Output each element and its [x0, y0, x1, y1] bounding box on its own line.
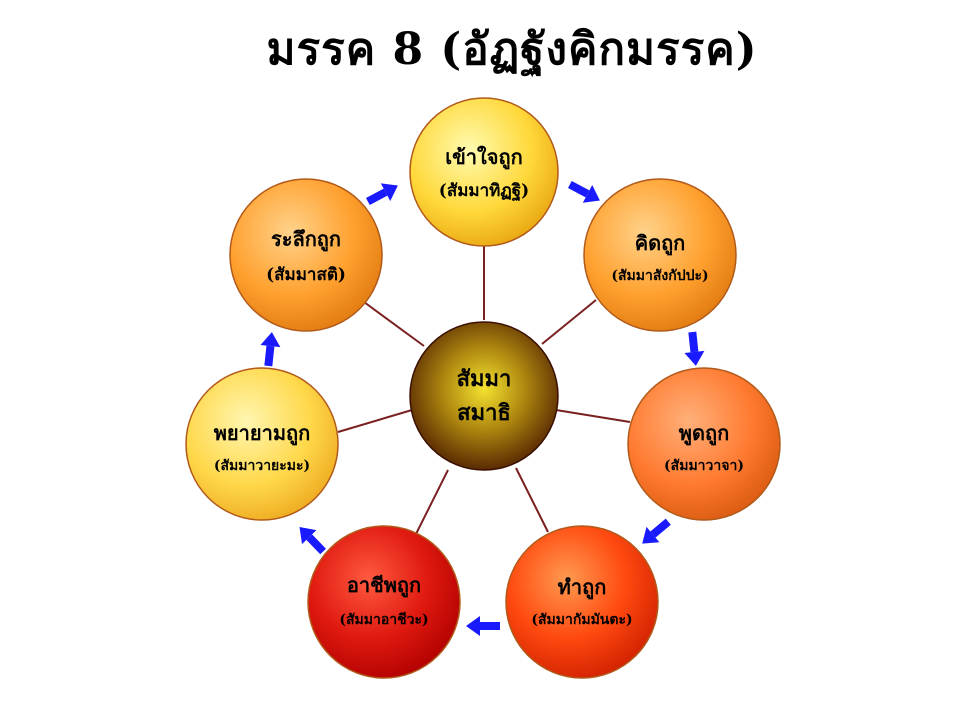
center-circle: [409, 321, 559, 471]
spoke-7: [363, 301, 425, 347]
diagram-title: มรรค 8 (อัฏฐังคิกมรรค): [266, 24, 758, 75]
node-circle: [505, 525, 659, 679]
spoke-3: [555, 409, 631, 423]
spokes: [337, 246, 631, 535]
node-circle: [409, 97, 559, 247]
spoke-6: [337, 409, 413, 433]
node-sub-label: (สัมมาอาชีวะ): [339, 612, 428, 628]
node-sub-label: (สัมมาวาจา): [664, 458, 744, 474]
arrow-right-icon: [567, 180, 600, 203]
node-sub-label: (สัมมากัมมันตะ): [531, 612, 632, 628]
spoke-5: [415, 469, 449, 535]
center-label-line2: สมาธิ: [457, 400, 511, 426]
node-sub-label: (สัมมาสังกัปปะ): [611, 268, 708, 284]
spoke-2: [541, 299, 597, 345]
node-main-label: พูดถูก: [679, 421, 729, 447]
node-main-label: ทำถูก: [558, 575, 607, 601]
node-main-label: พยายามถูก: [214, 421, 310, 447]
node-main-label: เข้าใจถูก: [445, 145, 522, 171]
arrow-left-icon: [466, 616, 500, 636]
arrow-down-left-icon: [642, 518, 671, 544]
node-circle: [185, 367, 339, 521]
arrow-up-right-icon: [365, 183, 398, 206]
node-sub-label: (สัมมาสติ): [266, 265, 346, 285]
node-samma-vayama: พยายามถูก (สัมมาวายะมะ): [185, 367, 339, 521]
cycle-arrows: [260, 180, 705, 636]
node-samma-kammanta: ทำถูก (สัมมากัมมันตะ): [505, 525, 659, 679]
node-circle: [229, 178, 383, 332]
node-sub-label: (สัมมาวายะมะ): [214, 458, 310, 474]
node-samma-sankappa: คิดถูก (สัมมาสังกัปปะ): [583, 178, 737, 332]
node-main-label: อาชีพถูก: [347, 573, 421, 599]
arrow-up-left-icon: [299, 527, 326, 555]
spoke-4: [515, 467, 549, 533]
node-samma-ditthi: เข้าใจถูก (สัมมาทิฏฐิ): [409, 97, 559, 247]
arrow-down-icon: [684, 331, 705, 366]
node-circle: [627, 367, 781, 521]
node-circle: [583, 178, 737, 332]
node-main-label: ระลึกถูก: [271, 227, 341, 253]
node-samma-ajiva: อาชีพถูก (สัมมาอาชีวะ): [307, 525, 461, 679]
node-samma-vaca: พูดถูก (สัมมาวาจา): [627, 367, 781, 521]
center-label-line1: สัมมา: [457, 366, 512, 392]
node-main-label: คิดถูก: [635, 231, 686, 257]
node-circle: [307, 525, 461, 679]
node-sub-label: (สัมมาทิฏฐิ): [439, 181, 529, 202]
arrow-up-icon: [260, 332, 281, 367]
node-samma-samadhi-center: สัมมา สมาธิ: [409, 321, 559, 471]
node-samma-sati: ระลึกถูก (สัมมาสติ): [229, 178, 383, 332]
